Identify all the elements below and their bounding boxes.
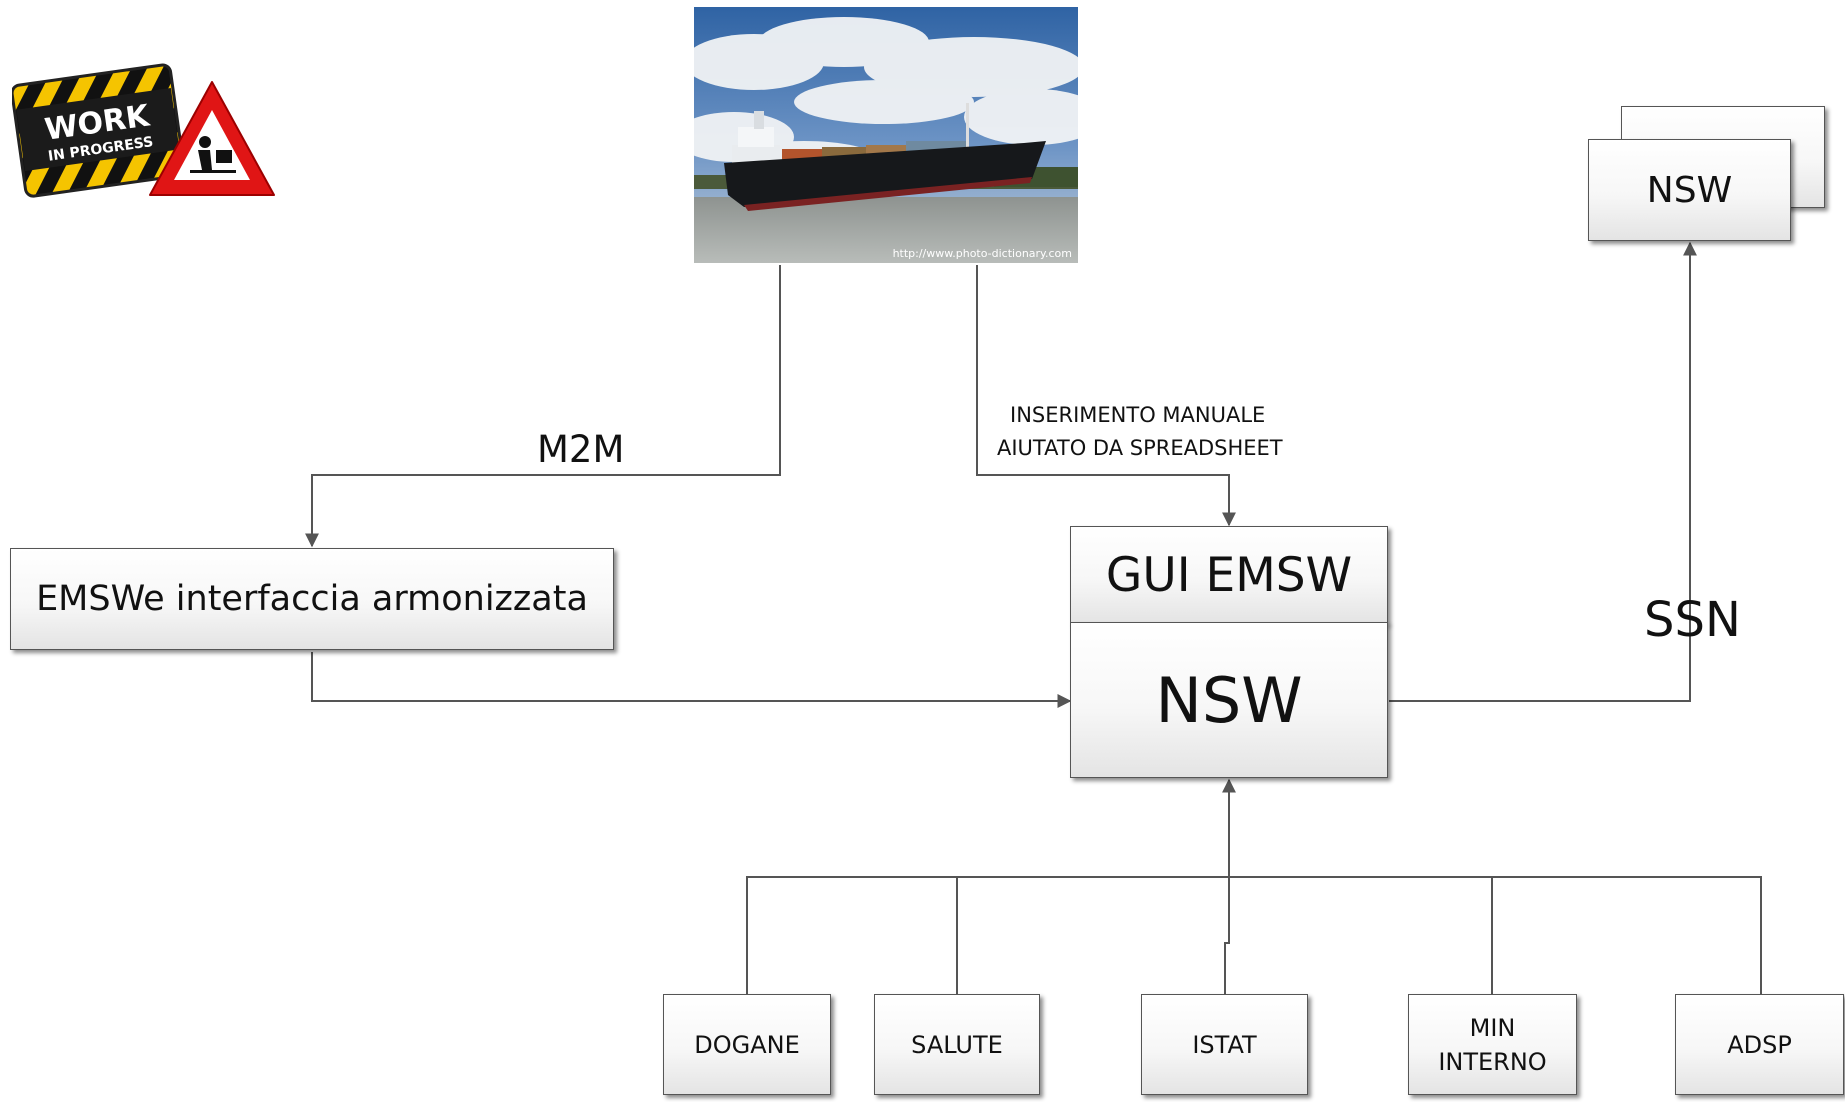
salute-label: SALUTE	[911, 1030, 1003, 1059]
work-in-progress-badge: WORK IN PROGRESS	[12, 63, 275, 198]
ship-icon	[724, 103, 1046, 211]
manual-entry-label-line1: INSERIMENTO MANUALE	[1010, 403, 1266, 427]
edge-m2m	[305, 265, 781, 548]
edge-ssn	[1389, 241, 1697, 702]
ship-photo: http://www.photo-dictionary.com	[694, 7, 1078, 263]
nsw-remote-label: NSW	[1646, 169, 1733, 211]
edge-emswe-to-nsw	[311, 652, 1072, 708]
ssn-label: SSN	[1644, 592, 1741, 648]
m2m-label: M2M	[537, 428, 625, 471]
nsw-main-label: NSW	[1155, 663, 1303, 737]
adsp-box: ADSP	[1675, 994, 1844, 1095]
photo-caption: http://www.photo-dictionary.com	[893, 247, 1072, 260]
computer-icon	[216, 150, 232, 163]
istat-label: ISTAT	[1192, 1030, 1257, 1059]
emswe-interface-box: EMSWe interfaccia armonizzata	[10, 548, 614, 650]
gui-emsw-box: GUI EMSW	[1070, 526, 1388, 624]
adsp-label: ADSP	[1727, 1030, 1792, 1059]
nsw-main-box: NSW	[1070, 622, 1388, 778]
nsw-remote-box: NSW	[1588, 139, 1791, 241]
gui-emsw-label: GUI EMSW	[1105, 547, 1353, 603]
manual-entry-label-line2: AIUTATO DA SPREADSHEET	[997, 436, 1283, 460]
edge-istat-to-nsw	[1222, 778, 1236, 995]
min-interno-label-line1: MIN	[1469, 1013, 1516, 1042]
emswe-label: EMSWe interfaccia armonizzata	[36, 579, 588, 619]
dogane-box: DOGANE	[663, 994, 831, 1095]
person-icon	[199, 136, 211, 148]
dogane-label: DOGANE	[694, 1030, 800, 1059]
min-interno-label-line2: INTERNO	[1438, 1047, 1547, 1076]
salute-box: SALUTE	[874, 994, 1040, 1095]
istat-box: ISTAT	[1141, 994, 1308, 1095]
warning-triangle-icon	[149, 81, 275, 196]
min-interno-box: MIN INTERNO	[1408, 994, 1577, 1095]
edge-manual	[976, 265, 1236, 527]
edge-authorities-bus	[746, 876, 1762, 995]
